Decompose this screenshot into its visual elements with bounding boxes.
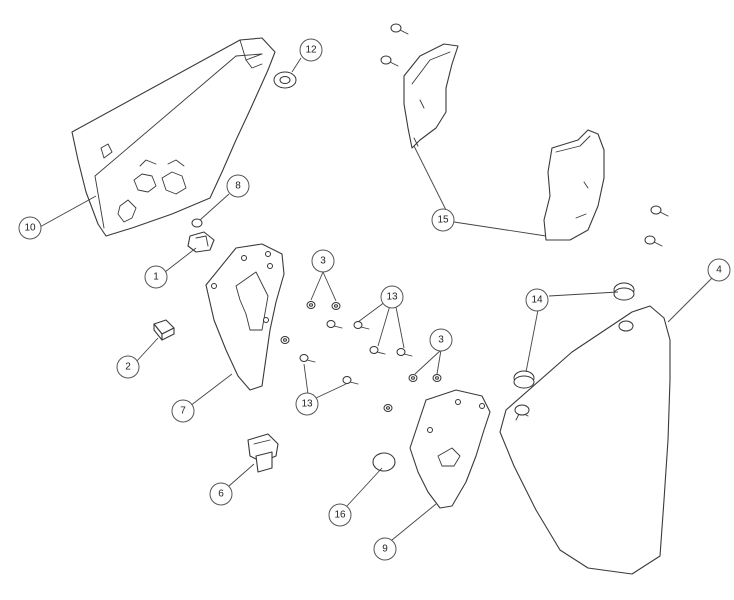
part-upper-cover-a (403, 43, 459, 149)
callout-3-right: 3 (429, 328, 453, 352)
svg-text:15: 15 (437, 215, 449, 226)
svg-text:1: 1 (153, 272, 159, 283)
svg-text:12: 12 (305, 45, 317, 56)
callout-8: 8 (226, 174, 250, 198)
svg-text:14: 14 (531, 295, 543, 306)
callout-13-top: 13 (380, 285, 404, 309)
callout-14: 14 (525, 288, 549, 312)
part-square-nut-2 (153, 319, 175, 341)
callout-12: 12 (299, 38, 323, 62)
part-bracket-plate-right (409, 389, 491, 509)
callout-16: 16 (328, 503, 352, 527)
svg-text:2: 2 (125, 362, 131, 373)
svg-text:16: 16 (334, 510, 346, 521)
part-grommet-top (273, 71, 297, 89)
part-upper-cover-b (543, 129, 605, 241)
callout-7: 7 (171, 399, 195, 423)
callout-9: 9 (373, 537, 397, 561)
part-grommets-14 (513, 282, 635, 389)
leader-lines (37, 57, 714, 541)
svg-text:10: 10 (24, 223, 36, 234)
callout-3-left: 3 (311, 249, 335, 273)
part-side-cover-left (71, 37, 276, 237)
part-clip-1 (187, 231, 215, 253)
part-bracket-plate-left (205, 243, 285, 391)
callout-15: 15 (431, 208, 455, 232)
part-washers-3 (280, 301, 442, 412)
callout-13-bottom: 13 (295, 392, 319, 416)
callout-1: 1 (144, 265, 168, 289)
svg-text:9: 9 (382, 544, 388, 555)
part-side-cover-right (499, 305, 671, 575)
svg-text:6: 6 (218, 489, 224, 500)
svg-text:7: 7 (180, 406, 186, 417)
part-screw-8 (191, 218, 203, 228)
part-plug-6 (247, 433, 279, 473)
svg-text:8: 8 (235, 181, 241, 192)
part-screws-top (380, 23, 669, 247)
callout-4: 4 (707, 258, 731, 282)
callout-10: 10 (18, 216, 42, 240)
svg-text:3: 3 (320, 256, 326, 267)
callout-6: 6 (209, 482, 233, 506)
svg-text:4: 4 (716, 265, 722, 276)
part-round-cap-16 (372, 452, 396, 472)
svg-text:13: 13 (301, 399, 313, 410)
svg-text:3: 3 (438, 335, 444, 346)
part-bolts-13 (299, 320, 413, 385)
svg-text:13: 13 (386, 292, 398, 303)
callout-2: 2 (116, 355, 140, 379)
